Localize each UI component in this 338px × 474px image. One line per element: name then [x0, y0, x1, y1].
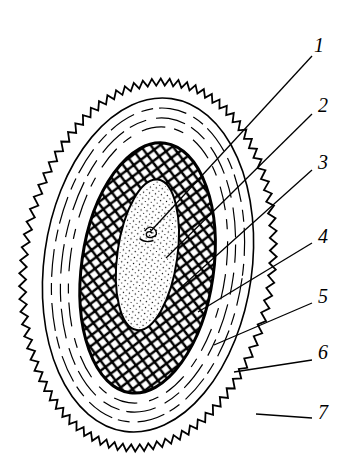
leader-line — [198, 243, 312, 312]
leader-line — [166, 114, 312, 258]
inner-cytoplasm — [107, 175, 188, 334]
leader-line — [150, 56, 312, 232]
callout-number: 2 — [318, 95, 328, 115]
leader-line — [178, 170, 312, 290]
callout-number: 4 — [318, 226, 328, 246]
hatched-layer — [65, 134, 231, 402]
leader-line — [234, 360, 312, 372]
leader-lines — [150, 56, 312, 418]
callout-number: 5 — [318, 286, 328, 306]
leader-line — [256, 414, 312, 418]
callout-number: 7 — [318, 402, 328, 422]
callout-number: 3 — [318, 152, 328, 172]
outer-spiny-membrane — [0, 62, 300, 469]
nucleus — [139, 226, 157, 243]
callout-number: 1 — [314, 35, 324, 55]
cell-body — [0, 62, 300, 469]
leader-line — [214, 303, 312, 345]
granules — [109, 178, 185, 332]
callout-number: 6 — [318, 342, 328, 362]
